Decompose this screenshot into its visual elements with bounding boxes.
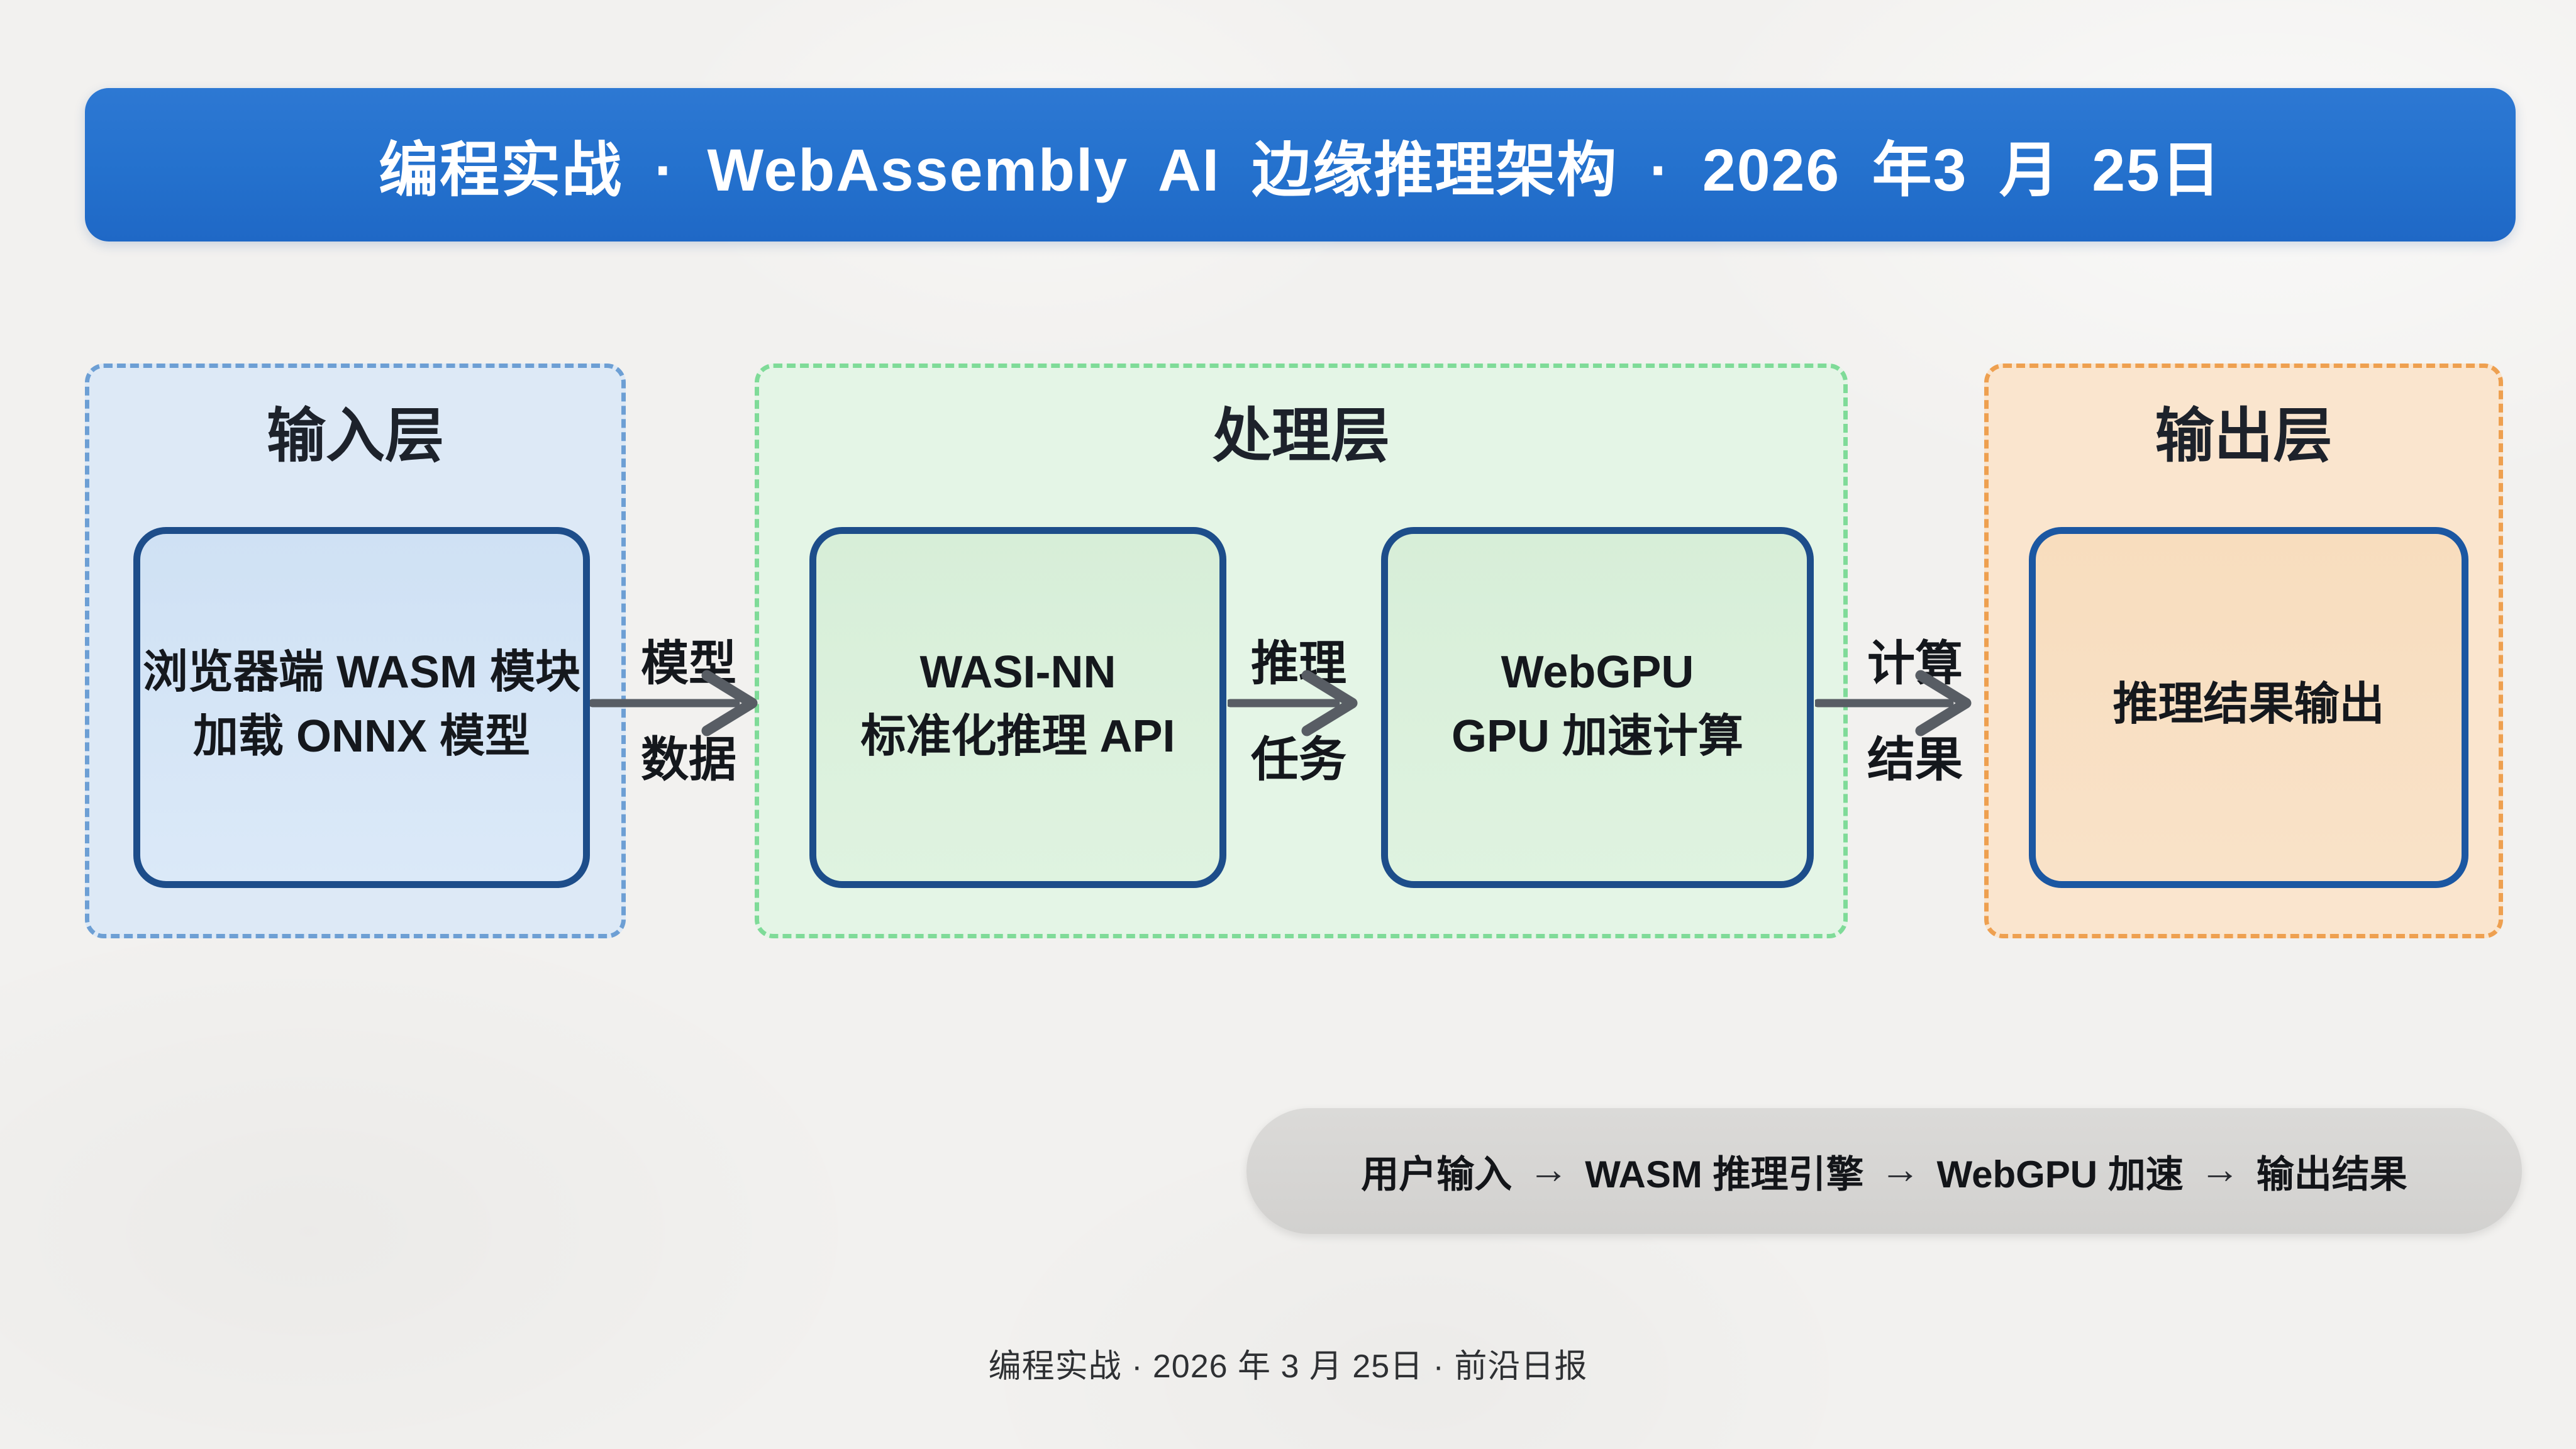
arrow1-label-bottom: 数据: [641, 733, 736, 787]
flow-step-wasm-engine: WASM 推理引擎: [1585, 1153, 1864, 1196]
right-arrow-icon: →: [2199, 1146, 2240, 1192]
flow-step-output-result: 输出结果: [2256, 1153, 2407, 1196]
right-arrow-icon: →: [1880, 1146, 1921, 1192]
processing-layer-title: 处理层: [1212, 402, 1390, 469]
output-layer-title: 输出层: [2155, 402, 2333, 469]
arrow2-label-bottom: 任务: [1251, 733, 1346, 787]
node-webgpu: WebGPU GPU 加速计算: [1381, 527, 1814, 888]
page-title: 编程实战 · WebAssembly AI 边缘推理架构 · 2026 年3 月…: [379, 136, 2222, 204]
right-arrow-icon: →: [1528, 1146, 1569, 1192]
node-inference-result-line1: 推理结果输出: [2112, 679, 2385, 730]
node-browser-wasm: 浏览器端 WASM 模块 加载 ONNX 模型: [133, 527, 590, 888]
arrow3-label-bottom: 结果: [1867, 733, 1963, 787]
flow-step-webgpu-accel: WebGPU 加速: [1936, 1153, 2184, 1196]
node-browser-wasm-line2: 加载 ONNX 模型: [192, 711, 531, 762]
node-webgpu-line2: GPU 加速计算: [1451, 711, 1744, 762]
flow-step-user-input: 用户输入: [1361, 1153, 1513, 1196]
title-banner: 编程实战 · WebAssembly AI 边缘推理架构 · 2026 年3 月…: [85, 88, 2516, 242]
node-webgpu-line1: WebGPU: [1501, 647, 1694, 697]
input-layer-title: 输入层: [266, 402, 444, 469]
arrow3-label-top: 计算: [1867, 637, 1963, 691]
node-browser-wasm-line1: 浏览器端 WASM 模块: [143, 647, 580, 697]
node-wasi-nn-line1: WASI-NN: [919, 647, 1116, 697]
summary-flow-pill: 用户输入 → WASM 推理引擎 → WebGPU 加速 → 输出结果: [1246, 1108, 2522, 1234]
flow-arrow-model-data: [590, 670, 758, 736]
flow-arrow-compute-result: [1815, 670, 1972, 736]
flow-arrow-inference-task: [1228, 670, 1358, 736]
footer-caption: 编程实战 · 2026 年 3 月 25日 · 前沿日报: [988, 1348, 1588, 1385]
arrow2-label-top: 推理: [1251, 637, 1346, 691]
node-wasi-nn: WASI-NN 标准化推理 API: [809, 527, 1226, 888]
node-wasi-nn-line2: 标准化推理 API: [860, 711, 1175, 762]
node-inference-result: 推理结果输出: [2029, 527, 2468, 888]
